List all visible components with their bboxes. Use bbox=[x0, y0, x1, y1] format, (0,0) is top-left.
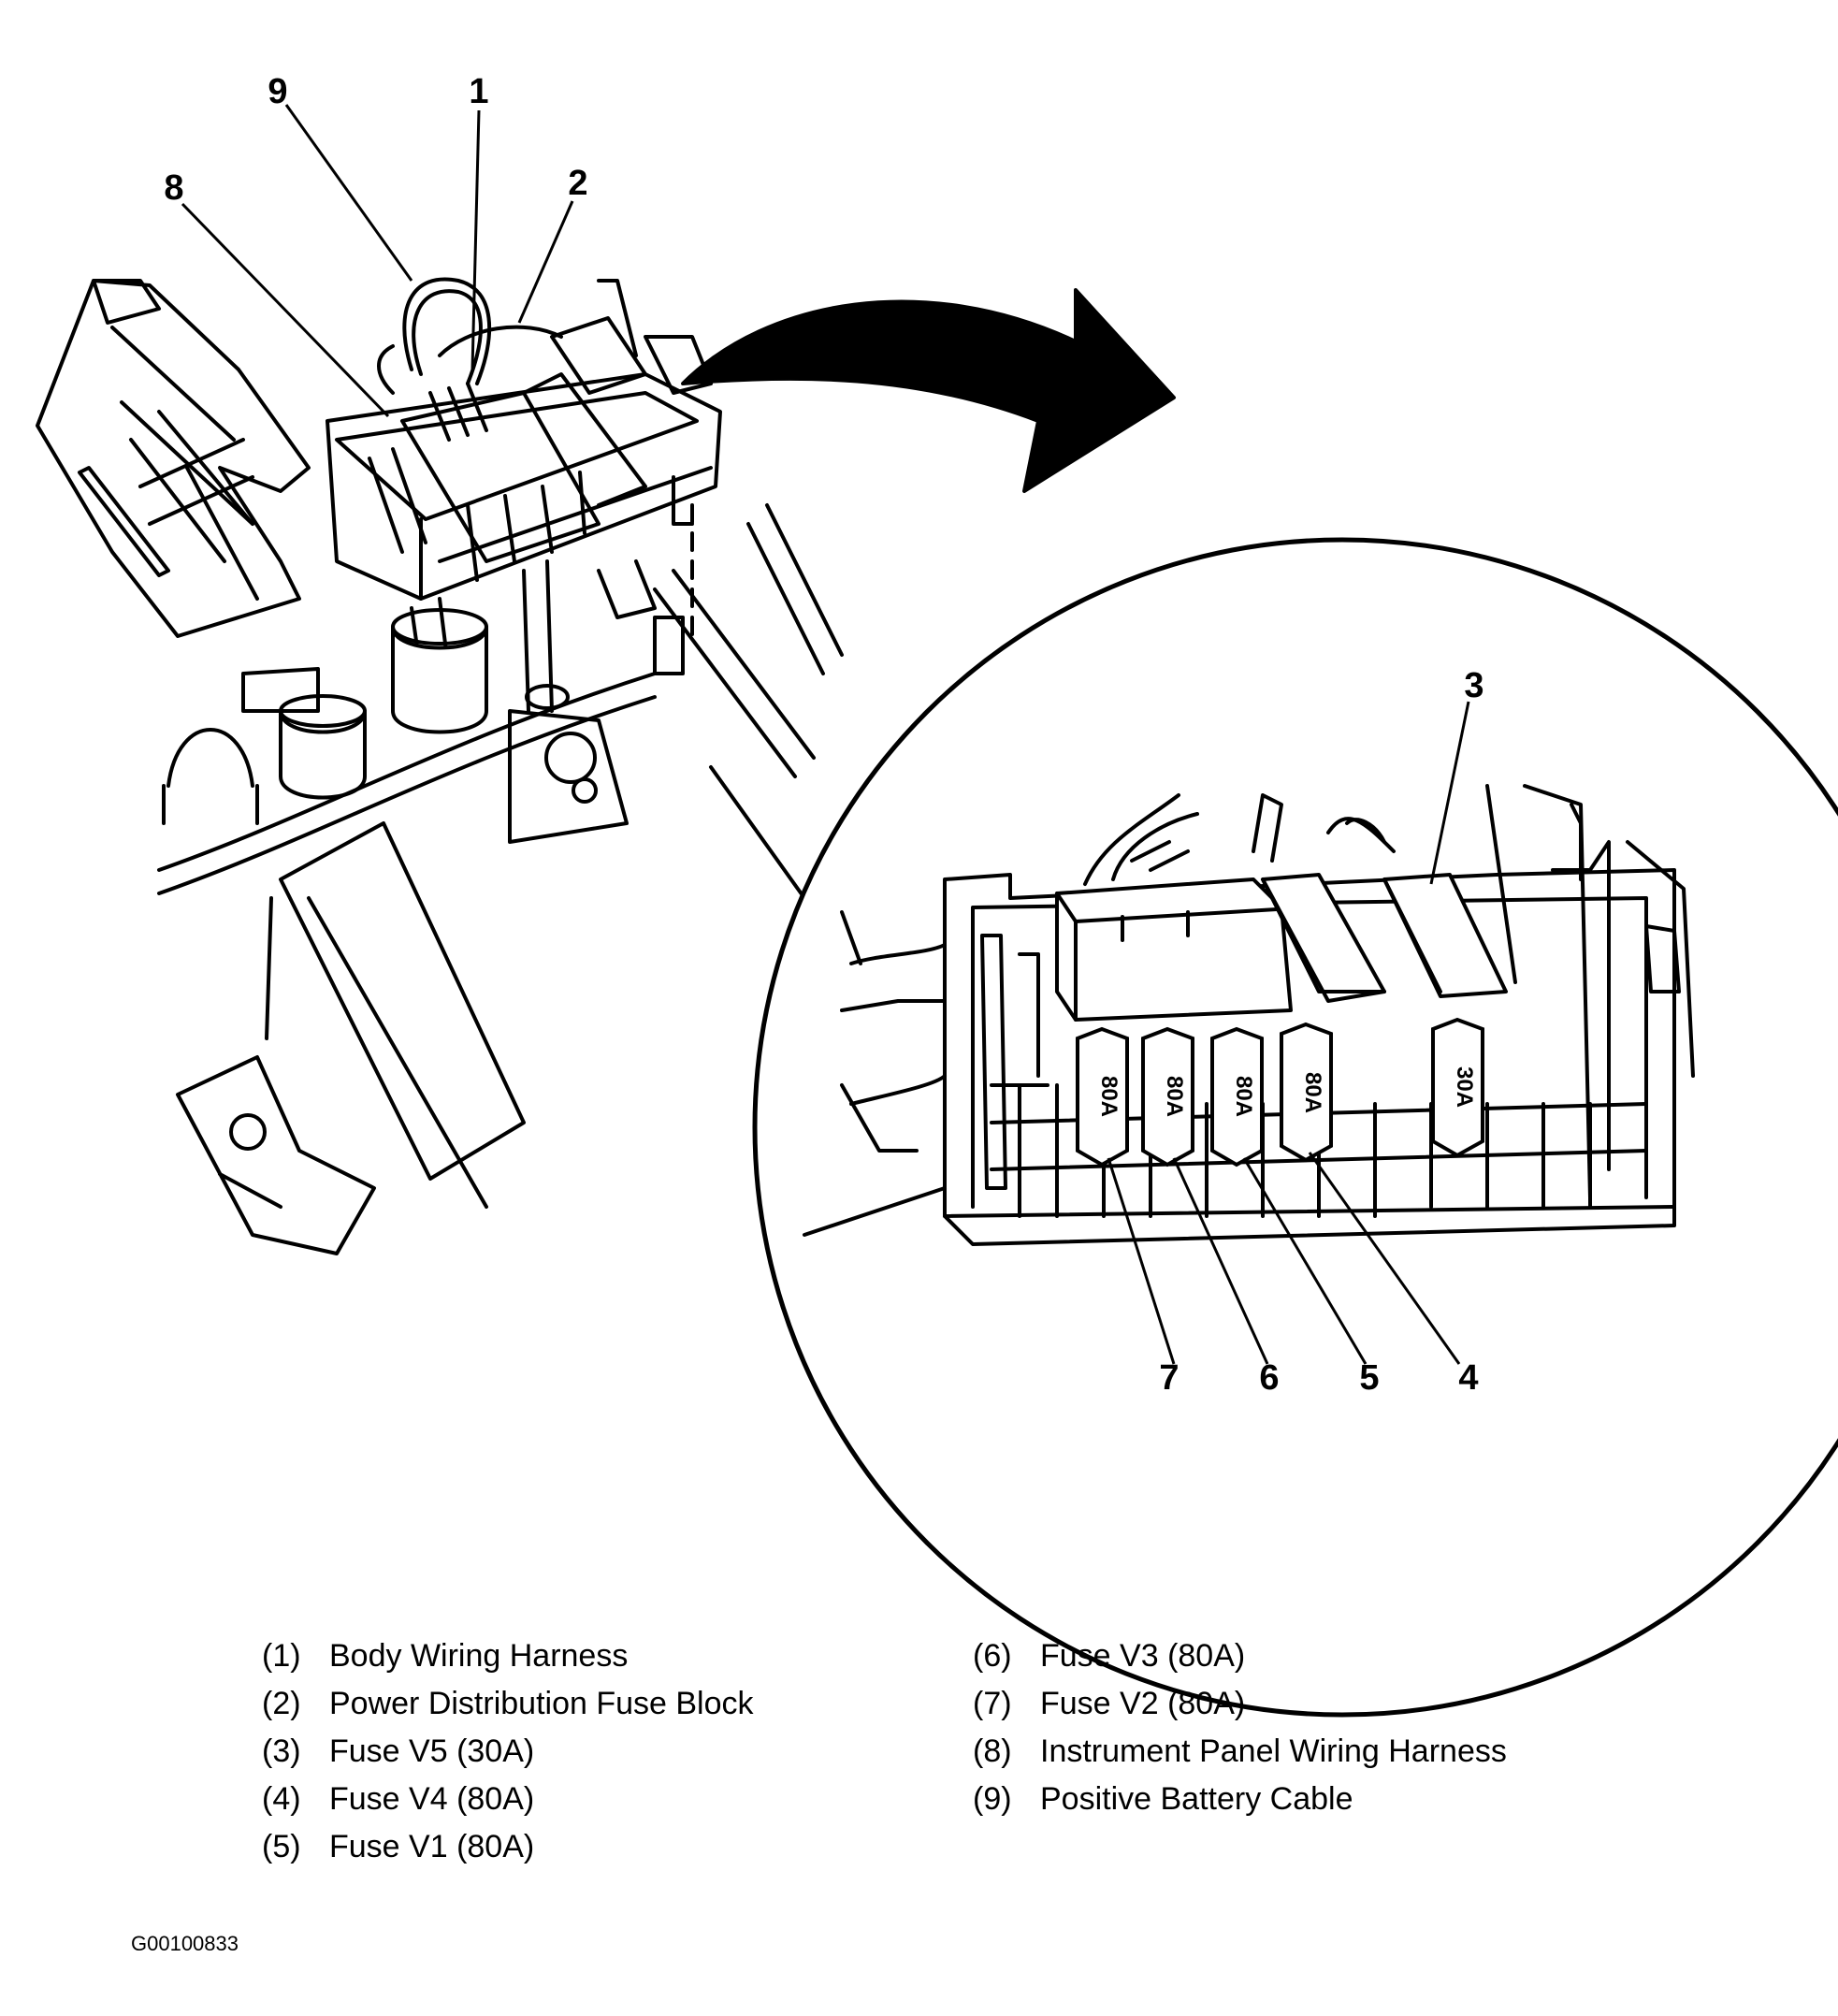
leader-5 bbox=[1242, 1157, 1368, 1365]
legend-number: (8) bbox=[973, 1733, 1012, 1769]
fuse-6-rating: 80A bbox=[1162, 1076, 1187, 1117]
legend-label: Fuse V4 (80A) bbox=[329, 1781, 535, 1817]
fuse-5-rating: 80A bbox=[1231, 1076, 1256, 1117]
fuse-4: 80A bbox=[1280, 1022, 1333, 1163]
fuse-3: 30A bbox=[1431, 1017, 1484, 1158]
legend-number: (7) bbox=[973, 1686, 1012, 1721]
leader-1 bbox=[470, 109, 481, 370]
legend-number: (2) bbox=[262, 1686, 301, 1721]
legend-label: Body Wiring Harness bbox=[329, 1638, 629, 1674]
fuse-block-cover bbox=[36, 279, 311, 638]
leader-3 bbox=[1429, 701, 1470, 885]
callout-4: 4 bbox=[1458, 1358, 1478, 1398]
callout-2: 2 bbox=[568, 164, 587, 203]
legend-number: (6) bbox=[973, 1638, 1012, 1674]
legend-label: Fuse V3 (80A) bbox=[1040, 1638, 1246, 1674]
legend-number: (9) bbox=[973, 1781, 1012, 1817]
callout-8: 8 bbox=[164, 168, 183, 208]
legend-left-column: (1) Body Wiring Harness (2) Power Distribu… bbox=[262, 1632, 754, 1871]
legend-number: (4) bbox=[262, 1781, 301, 1817]
legend-number: (3) bbox=[262, 1733, 301, 1769]
legend-label: Fuse V5 (30A) bbox=[329, 1733, 535, 1769]
callout-numbers: 1 2 8 9 3 7 6 5 4 bbox=[164, 72, 1483, 1398]
callout-1: 1 bbox=[469, 72, 488, 111]
leader-4 bbox=[1308, 1152, 1461, 1365]
fuse-4-rating: 80A bbox=[1300, 1072, 1325, 1113]
legend-item: (3) Fuse V5 (30A) bbox=[262, 1728, 754, 1776]
legend-number: (1) bbox=[262, 1638, 301, 1674]
callout-6: 6 bbox=[1259, 1358, 1279, 1398]
leader-lines bbox=[181, 104, 1470, 1365]
leader-8 bbox=[181, 202, 390, 418]
harness-wires bbox=[377, 277, 563, 442]
fuse-5: 80A bbox=[1210, 1026, 1264, 1168]
callout-7: 7 bbox=[1159, 1358, 1179, 1398]
engine-compartment bbox=[157, 503, 844, 1255]
callout-5: 5 bbox=[1359, 1358, 1379, 1398]
overview-illustration bbox=[36, 277, 1176, 1255]
legend-label: Fuse V2 (80A) bbox=[1040, 1686, 1246, 1721]
callout-3: 3 bbox=[1464, 666, 1483, 705]
legend-label: Instrument Panel Wiring Harness bbox=[1040, 1733, 1507, 1769]
figure-id: G00100833 bbox=[131, 1932, 239, 1955]
legend-item: (7) Fuse V2 (80A) bbox=[973, 1680, 1507, 1728]
legend-label: Fuse V1 (80A) bbox=[329, 1829, 535, 1864]
fuse-3-rating: 30A bbox=[1452, 1066, 1477, 1108]
zoom-arrow bbox=[681, 288, 1176, 493]
magnified-view: 80A 80A 80A 80A 30A bbox=[752, 537, 1838, 1718]
fuse-block-housing bbox=[326, 279, 722, 601]
leader-6 bbox=[1172, 1157, 1269, 1365]
legend-item: (9) Positive Battery Cable bbox=[973, 1776, 1507, 1823]
legend-label: Power Distribution Fuse Block bbox=[329, 1686, 754, 1721]
legend-item: (4) Fuse V4 (80A) bbox=[262, 1776, 754, 1823]
fuse-7-rating: 80A bbox=[1096, 1076, 1122, 1117]
legend-item: (1) Body Wiring Harness bbox=[262, 1632, 754, 1680]
legend-number: (5) bbox=[262, 1829, 301, 1864]
legend-label: Positive Battery Cable bbox=[1040, 1781, 1353, 1817]
legend-item: (8) Instrument Panel Wiring Harness bbox=[973, 1728, 1507, 1776]
fuse-6: 80A bbox=[1141, 1026, 1194, 1168]
fuse-7: 80A bbox=[1076, 1026, 1129, 1168]
leader-2 bbox=[517, 200, 574, 324]
callout-9: 9 bbox=[268, 72, 287, 111]
legend-item: (6) Fuse V3 (80A) bbox=[973, 1632, 1507, 1680]
fuse-row: 80A 80A 80A 80A 30A bbox=[1076, 1017, 1484, 1168]
leader-9 bbox=[284, 104, 413, 282]
legend-item: (5) Fuse V1 (80A) bbox=[262, 1823, 754, 1871]
fuse-tray bbox=[943, 868, 1676, 1246]
legend-item: (2) Power Distribution Fuse Block bbox=[262, 1680, 754, 1728]
leader-7 bbox=[1107, 1157, 1176, 1365]
relay-block bbox=[1055, 877, 1293, 1022]
legend-right-column: (6) Fuse V3 (80A) (7) Fuse V2 (80A) (8) Ins… bbox=[973, 1632, 1507, 1823]
